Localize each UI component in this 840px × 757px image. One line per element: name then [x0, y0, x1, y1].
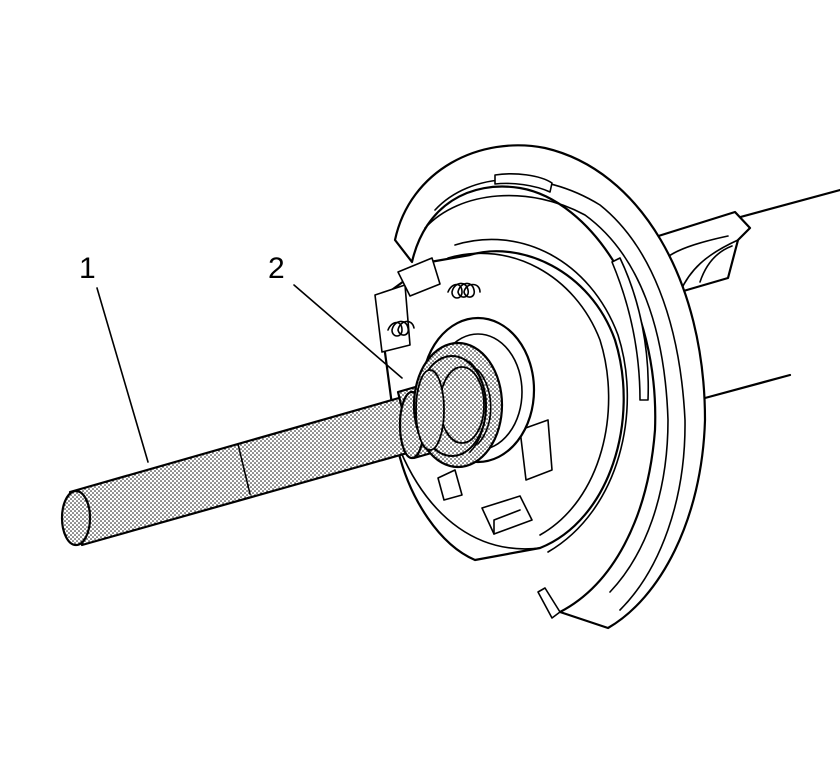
installer-shaft: [60, 390, 434, 547]
callout-label-2: 2: [268, 252, 285, 285]
callout-label-1: 1: [79, 252, 96, 285]
callout-leader-2: [293, 284, 403, 379]
return-spring-upper: [447, 282, 481, 299]
return-spring-lower: [387, 320, 415, 337]
callout-leader-1: [96, 287, 149, 463]
axle-seal: [412, 341, 504, 469]
backing-plate: [393, 144, 707, 630]
